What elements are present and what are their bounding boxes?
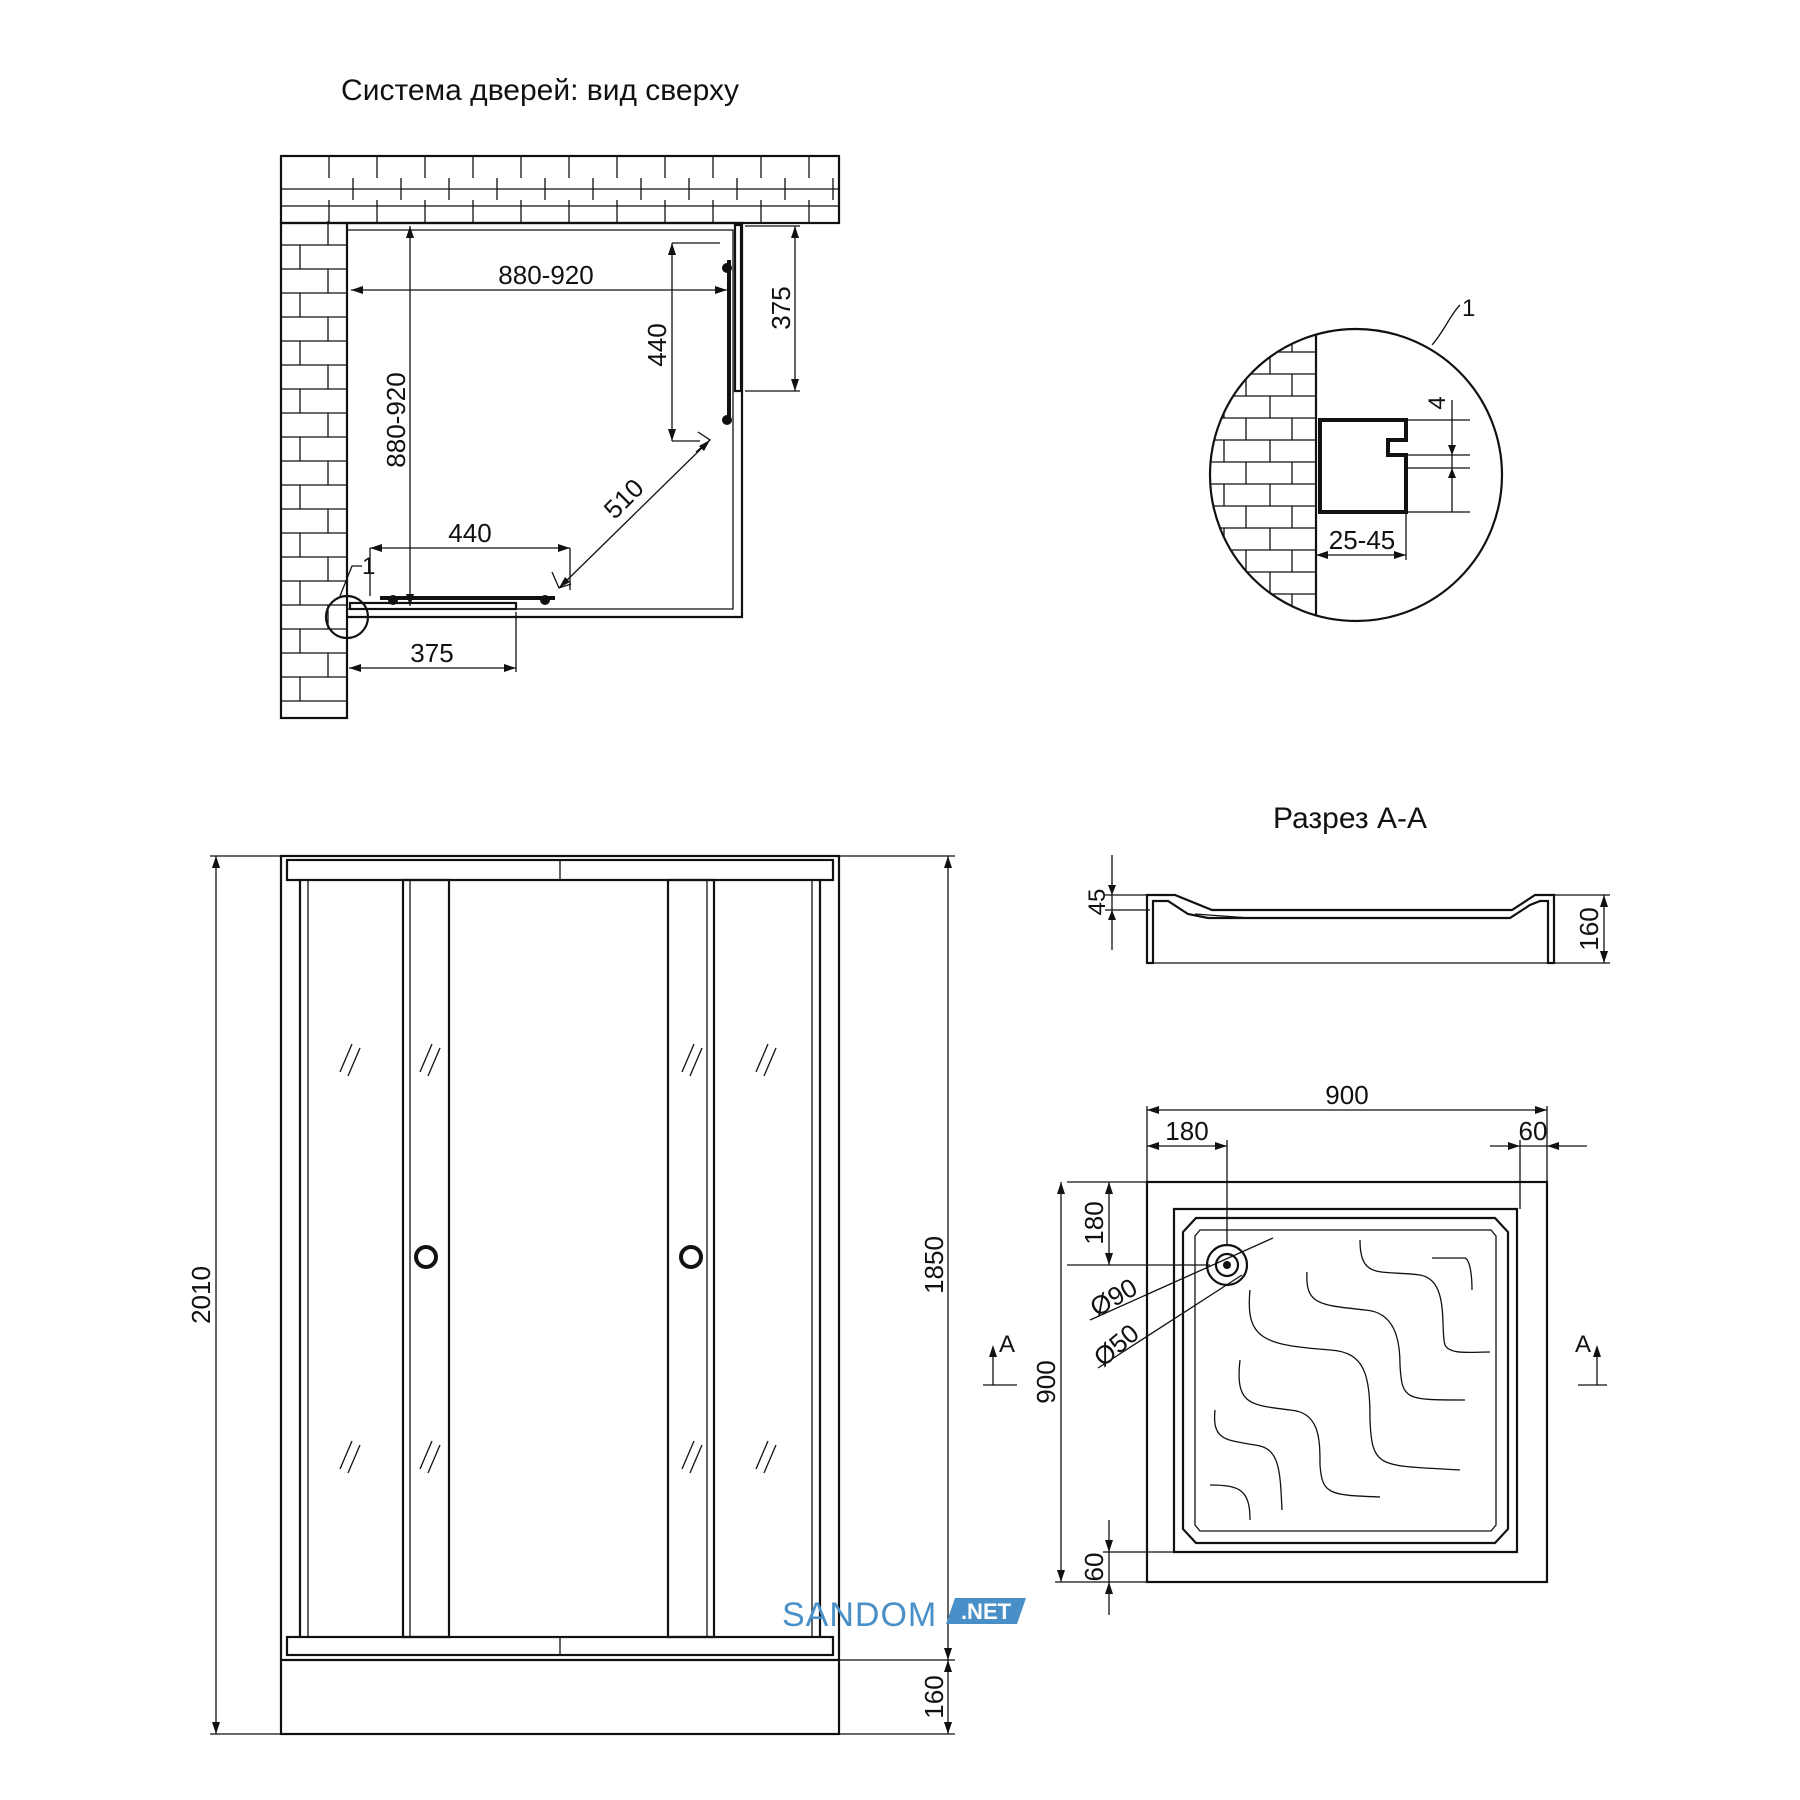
detail-gap-label: 4 xyxy=(1424,396,1451,409)
tray-depth-label: 900 xyxy=(1031,1360,1061,1403)
section-mark-right: А xyxy=(1575,1331,1591,1358)
detail-view: 4 25-45 1 xyxy=(1208,295,1504,623)
section-rim-label: 45 xyxy=(1084,889,1111,916)
anti-slip-pattern xyxy=(1209,1239,1491,1521)
dim-tray-height-label: 160 xyxy=(919,1675,949,1718)
roller-icon xyxy=(388,595,398,605)
dim-total-height-label: 2010 xyxy=(186,1266,216,1324)
section-title: Разрез А-А xyxy=(1273,802,1427,835)
watermark: SANDOM .NET xyxy=(782,1596,1026,1634)
section-view: Разрез А-А 45 160 xyxy=(1084,802,1610,965)
enclosure-outline xyxy=(347,221,744,619)
tray-basin xyxy=(1181,1216,1510,1545)
dim-fixed-bottom-label: 375 xyxy=(410,638,453,668)
brick-wall-left xyxy=(279,221,349,720)
dim-glass-height-label: 1850 xyxy=(919,1236,949,1294)
roller-icon xyxy=(540,595,550,605)
tray-right-margin-label: 60 xyxy=(1519,1116,1548,1146)
dim-width-label: 880-920 xyxy=(498,260,593,290)
drain-inner xyxy=(1214,1252,1240,1278)
top-view-title: Система дверей: вид сверху xyxy=(341,74,739,107)
tray-front xyxy=(280,1659,840,1735)
watermark-tld: .NET xyxy=(961,1599,1012,1624)
detail-range-label: 25-45 xyxy=(1329,525,1396,555)
section-mark-left: А xyxy=(999,1331,1015,1358)
roller-icon xyxy=(722,415,732,425)
door-left xyxy=(401,878,451,1639)
dim-door-bottom-label: 440 xyxy=(448,518,491,548)
detail-callout-circle xyxy=(324,594,370,640)
front-view: 2010 1850 160 xyxy=(186,854,955,1736)
top-callout-label: 1 xyxy=(362,553,375,580)
tray-drain-y-label: 180 xyxy=(1079,1201,1109,1244)
tray-outer xyxy=(1145,1180,1549,1584)
tray-bottom-margin-label: 60 xyxy=(1079,1553,1109,1582)
dim-depth-label: 880-920 xyxy=(381,372,411,467)
door-handle-right xyxy=(679,1245,703,1269)
tray-drain-x-label: 180 xyxy=(1165,1116,1208,1146)
detail-circle xyxy=(1208,327,1504,623)
section-height-label: 160 xyxy=(1574,907,1604,950)
door-handle-left xyxy=(414,1245,438,1269)
detail-callout-label: 1 xyxy=(1462,295,1475,322)
dim-door-right-label: 440 xyxy=(642,323,672,366)
fixed-panel-bottom xyxy=(348,601,518,611)
tray-plan: 900 180 60 180 900 60 Ø90 Ø50 xyxy=(983,1080,1607,1615)
dia-outer-label: Ø90 xyxy=(1085,1272,1143,1323)
dim-fixed-right-label: 375 xyxy=(766,286,796,329)
fixed-panel-right xyxy=(733,223,743,393)
watermark-brand: SANDOM xyxy=(782,1596,937,1634)
watermark-badge xyxy=(946,1598,1026,1624)
door-right xyxy=(666,878,716,1639)
brick-wall-top xyxy=(279,154,841,225)
roller-icon xyxy=(722,263,732,273)
top-view: Система дверей: вид сверху 880-920 880 xyxy=(279,74,841,720)
tray-width-label: 900 xyxy=(1325,1080,1368,1110)
dim-diagonal-label: 510 xyxy=(598,473,650,525)
dia-inner-label: Ø50 xyxy=(1088,1318,1145,1373)
